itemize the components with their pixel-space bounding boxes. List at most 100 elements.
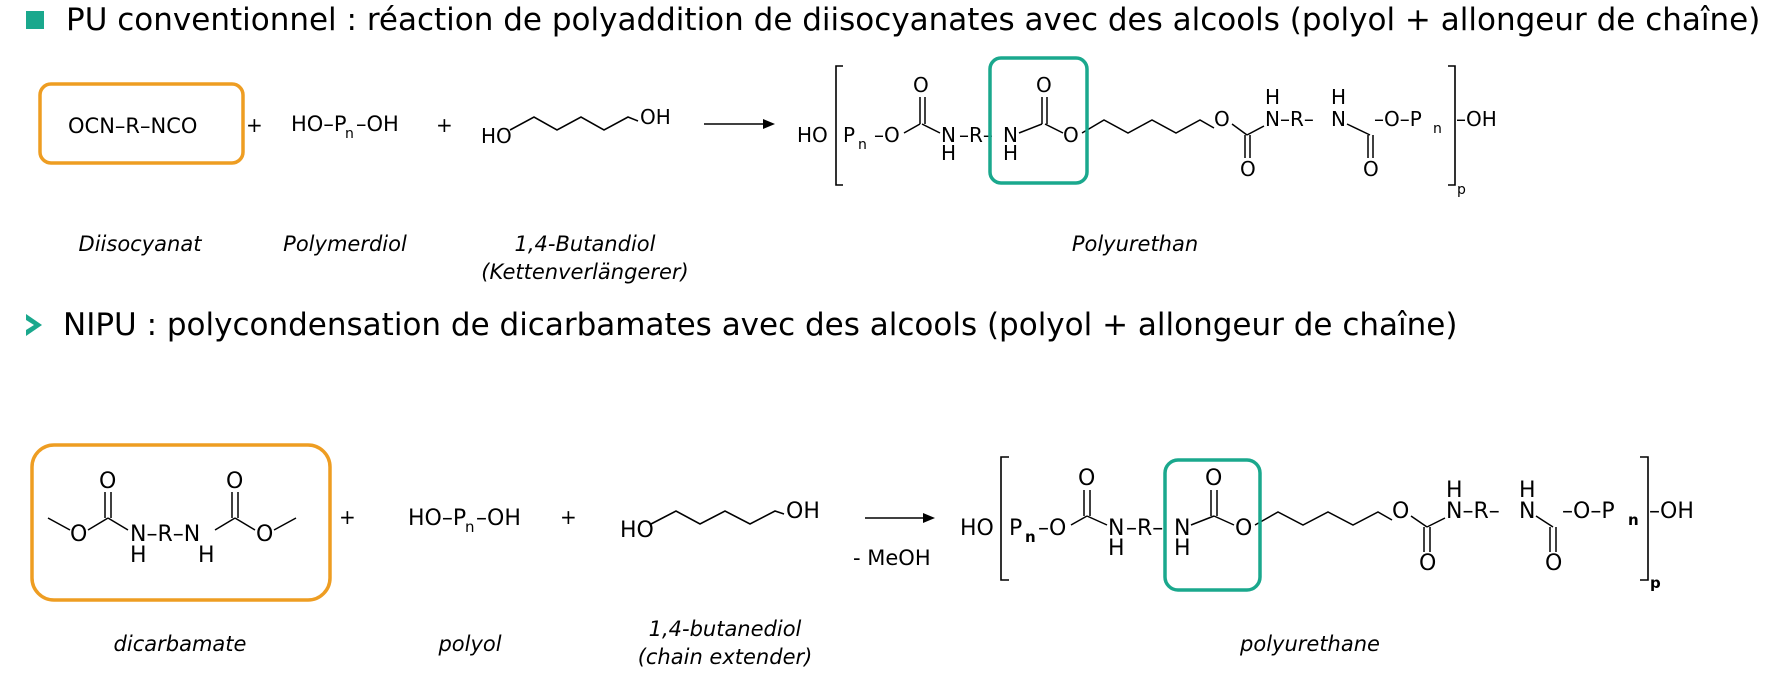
svg-text:OH: OH [640, 105, 671, 129]
svg-text:O: O [1063, 123, 1079, 147]
butanediol-name: 1,4-Butandiol [514, 232, 656, 256]
section-2-heading: NIPU : polycondensation de dicarbamates … [63, 307, 1458, 343]
svg-text:–O–P: –O–P [1562, 499, 1615, 524]
repeat-subscript: p [1457, 182, 1466, 198]
repeat-subscript: p [1650, 574, 1661, 592]
svg-text:O: O [70, 522, 87, 547]
svg-text:H: H [1108, 536, 1125, 561]
svg-text:HO–P: HO–P [291, 112, 346, 136]
svg-text:HO: HO [481, 124, 512, 148]
svg-text:O: O [1214, 107, 1230, 131]
svg-text:H: H [1174, 536, 1191, 561]
svg-text:N: N [1108, 516, 1124, 541]
svg-text:N: N [1174, 516, 1190, 541]
svg-text:n: n [1433, 121, 1442, 137]
svg-text:H: H [1265, 85, 1280, 109]
dicarbamate-highlight-box [30, 443, 332, 602]
svg-text:HO: HO [620, 518, 654, 543]
svg-text:O: O [1205, 466, 1222, 491]
diisocyanate-label: Diisocyanat [78, 232, 202, 256]
svg-text:P: P [843, 123, 855, 147]
reaction-arrow [865, 513, 935, 523]
svg-text:H: H [1446, 478, 1463, 503]
butanediol-role: (Kettenverlängerer) [481, 260, 689, 284]
svg-text:OH: OH [786, 499, 820, 524]
svg-text:O: O [1235, 516, 1252, 541]
svg-text:n: n [1025, 528, 1036, 546]
plus-sign: + [339, 505, 356, 529]
dicarbamate-label: dicarbamate [113, 632, 247, 656]
svg-text:–R–: –R– [1126, 516, 1163, 541]
diisocyanate-formula: OCN–R–NCO [68, 114, 197, 138]
svg-text:H: H [1519, 478, 1536, 503]
svg-text:O: O [99, 469, 116, 494]
svg-text:P: P [1009, 516, 1022, 541]
svg-text:N: N [1519, 499, 1535, 524]
bullet-2: NIPU : polycondensation de dicarbamates … [22, 307, 1457, 344]
arrow-bullet-icon [26, 314, 42, 336]
svg-text:H: H [941, 141, 956, 165]
svg-text:O: O [1036, 73, 1052, 97]
plus-sign: + [436, 113, 453, 137]
svg-text:H: H [130, 543, 147, 568]
diisocyanate-highlight-box [38, 82, 245, 165]
svg-text:n: n [1628, 511, 1639, 529]
plus-sign: + [560, 505, 577, 529]
reaction-arrow [704, 119, 775, 129]
svg-text:O: O [1392, 499, 1409, 524]
svg-text:H: H [198, 543, 215, 568]
byproduct-label: - MeOH [853, 546, 931, 570]
svg-text:N: N [1003, 123, 1018, 147]
svg-text:–O: –O [874, 123, 900, 147]
polyol-label: Polymerdiol [283, 232, 407, 256]
svg-text:N: N [1331, 107, 1346, 131]
svg-text:n: n [345, 126, 354, 142]
product-label: Polyurethan [1071, 232, 1199, 256]
svg-text:HO: HO [960, 516, 994, 541]
svg-text:O: O [256, 522, 273, 547]
svg-text:O: O [1363, 157, 1379, 181]
polyol-formula: HO–P n –OH [408, 506, 521, 536]
svg-text:–O: –O [1038, 516, 1066, 541]
svg-text:–OH: –OH [356, 112, 399, 136]
svg-text:N: N [941, 123, 956, 147]
svg-text:–O–P: –O–P [1374, 107, 1422, 131]
butanediol-role: (chain extender) [637, 645, 813, 669]
svg-text:–OH: –OH [1649, 499, 1694, 524]
polyurethane-structure: HO P n –O O N H –R– N H O O O O H N–R– H… [960, 456, 1694, 592]
plus-sign: + [246, 113, 263, 137]
svg-text:O: O [913, 73, 929, 97]
svg-text:H: H [1003, 141, 1018, 165]
polyurethane-structure: HO P n –O O N H –R– N H O O O O H N–R– H… [797, 65, 1497, 198]
svg-text:HO: HO [797, 123, 828, 147]
svg-text:O: O [1240, 157, 1256, 181]
butanediol-label: 1,4-Butandiol (Kettenverlängerer) [470, 230, 700, 286]
svg-text:n: n [465, 518, 475, 536]
svg-text:–OH: –OH [476, 506, 521, 531]
svg-text:–R–: –R– [959, 123, 993, 147]
butanediol-structure: HO OH [620, 499, 820, 543]
square-bullet-icon [26, 11, 44, 29]
svg-text:O: O [1078, 466, 1095, 491]
product-label: polyurethane [1240, 632, 1380, 656]
dicarbamate-structure: O O N–R–N H H O O [47, 469, 297, 568]
svg-text:n: n [858, 137, 867, 153]
polyol-formula: HO–P n –OH [291, 112, 399, 142]
polyol-label: polyol [438, 632, 502, 656]
butanediol-structure: HO OH [481, 105, 671, 148]
urethane-highlight-box [1163, 458, 1262, 592]
svg-text:O: O [1419, 551, 1436, 576]
svg-text:N–R–: N–R– [1265, 107, 1314, 131]
svg-text:O: O [226, 469, 243, 494]
bullet-1: PU conventionnel : réaction de polyaddit… [22, 2, 1766, 39]
svg-text:HO–P: HO–P [408, 506, 466, 531]
butanediol-name: 1,4-butanediol [648, 617, 802, 641]
svg-text:H: H [1331, 85, 1346, 109]
svg-text:–OH: –OH [1456, 107, 1497, 131]
svg-text:N–R–: N–R– [1446, 499, 1500, 524]
svg-text:N–R–N: N–R–N [130, 522, 200, 547]
svg-text:O: O [1545, 551, 1562, 576]
urethane-highlight-box [988, 56, 1089, 185]
